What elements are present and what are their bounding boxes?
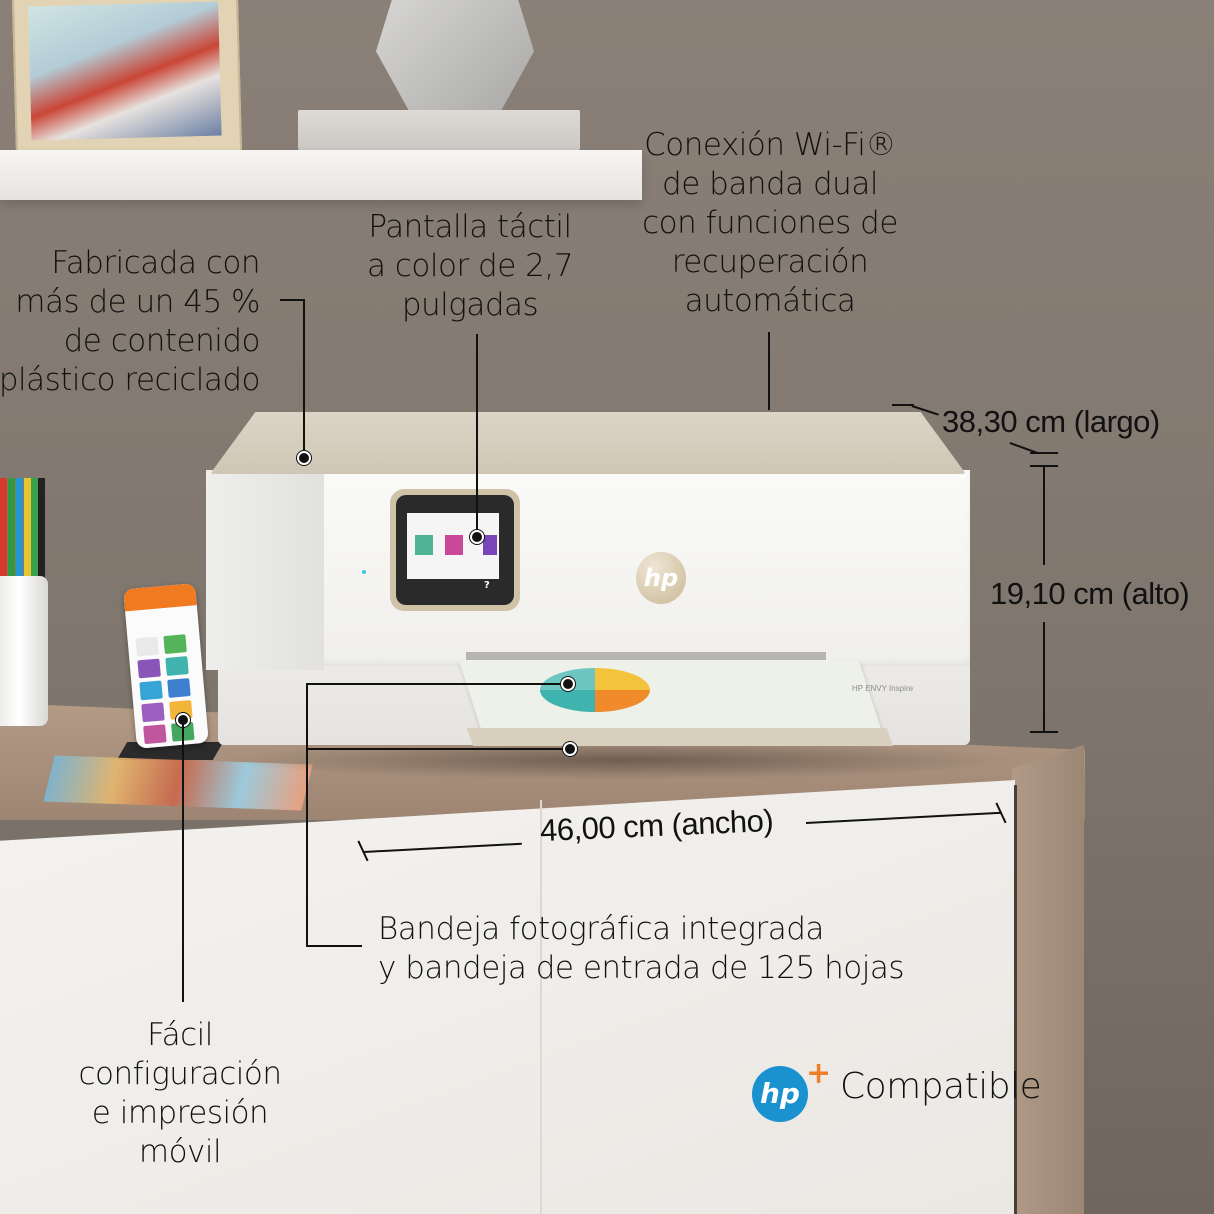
- leader-line: [306, 683, 566, 685]
- wall-shelf: [0, 150, 642, 200]
- dimension-line: [1030, 731, 1058, 733]
- callout-line: de banda dual: [662, 166, 878, 202]
- callout-line: Bandeja fotográfica integrada: [378, 911, 824, 947]
- leader-line: [306, 748, 568, 750]
- printer-scanner-lid: [210, 412, 966, 474]
- callout-dot: [563, 742, 577, 756]
- callout-line: Fabricada con: [51, 245, 260, 281]
- callout-dot: [297, 451, 311, 465]
- dimension-line: [1043, 465, 1045, 565]
- app-tile: [139, 680, 163, 701]
- app-tile: [163, 634, 187, 655]
- callout-line: de contenido: [63, 323, 261, 359]
- screen-tile-scan[interactable]: [445, 535, 463, 555]
- desk-front-doors: [0, 780, 1015, 1214]
- model-label: HP ENVY Inspire: [852, 684, 914, 693]
- callout-line: y bandeja de entrada de 125 hojas: [378, 950, 905, 986]
- leader-line: [306, 683, 308, 947]
- desk-side-panel: [1012, 745, 1084, 1214]
- printer-shadow: [226, 740, 1016, 780]
- printer-body: [206, 470, 970, 666]
- desk-door-split: [540, 800, 542, 1214]
- leader-line: [306, 945, 362, 947]
- callout-line: a color de 2,7: [367, 248, 573, 284]
- callout-mobile: Fácil configuración e impresión móvil: [60, 1016, 300, 1172]
- compatible-label: Compatible: [840, 1066, 1042, 1107]
- callout-line: plástico reciclado: [0, 362, 261, 398]
- pencil-cup: [0, 576, 48, 726]
- callout-line: recuperación: [671, 244, 869, 280]
- power-led: [362, 570, 366, 574]
- callout-line: automática: [684, 283, 856, 319]
- hp-logo-icon: hp: [636, 552, 686, 604]
- app-tile: [141, 702, 165, 723]
- screen-tile-print[interactable]: [483, 535, 497, 555]
- callout-line: con funciones de: [642, 205, 898, 241]
- leader-line: [280, 299, 304, 301]
- hp-plus-sign-icon: +: [806, 1056, 832, 1091]
- app-header: [123, 583, 197, 612]
- app-tile: [137, 658, 161, 679]
- callout-line: pulgadas: [401, 287, 539, 323]
- pencil-blue: [16, 478, 23, 578]
- dimension-height: 19,10 cm (alto): [990, 576, 1190, 611]
- touchscreen-display[interactable]: [407, 513, 499, 579]
- paper-infographic: [540, 668, 650, 712]
- pencil-green: [8, 478, 15, 578]
- callout-recycled: Fabricada con más de un 45 % de contenid…: [0, 244, 261, 400]
- shelf-book: [298, 110, 580, 150]
- pencil-green-2: [31, 478, 38, 578]
- desk-edge-line: [1014, 785, 1017, 1214]
- leader-line: [303, 299, 305, 456]
- callout-line: e impresión: [91, 1095, 269, 1131]
- help-icon[interactable]: ?: [484, 580, 490, 591]
- callout-line: Fácil: [147, 1017, 213, 1053]
- family-photo: [28, 1, 222, 141]
- callout-line: móvil: [138, 1134, 222, 1170]
- dimension-line: [1030, 452, 1058, 454]
- dimension-line: [892, 404, 914, 406]
- dimension-length: 38,30 cm (largo): [942, 404, 1160, 439]
- hp-plus-logo-icon: hp: [752, 1066, 808, 1122]
- smartphone-hp-app: [123, 583, 209, 749]
- app-tile: [135, 636, 159, 657]
- callout-line: más de un 45 %: [15, 284, 260, 320]
- callout-touchscreen: Pantalla táctil a color de 2,7 pulgadas: [340, 208, 600, 325]
- dimension-line: [1043, 622, 1045, 732]
- leader-line: [768, 332, 770, 410]
- app-tile: [167, 678, 191, 698]
- callout-line: configuración: [78, 1056, 282, 1092]
- callout-dot: [470, 530, 484, 544]
- callout-line: Pantalla táctil: [368, 209, 572, 245]
- photo-frame: [11, 0, 243, 165]
- pencil-black: [38, 478, 45, 578]
- pencil-yellow: [24, 478, 31, 578]
- printer-left-side: [206, 470, 324, 670]
- leader-line: [182, 720, 184, 1002]
- callout-line: Conexión Wi-Fi®: [644, 127, 896, 163]
- app-tile: [143, 724, 167, 745]
- photo-tray: [466, 728, 894, 746]
- geometric-vase: [376, 0, 534, 114]
- app-tile: [165, 656, 189, 676]
- callout-tray: Bandeja fotográfica integrada y bandeja …: [378, 910, 905, 988]
- screen-tile-copy[interactable]: [415, 535, 433, 555]
- callout-wifi: Conexión Wi-Fi® de banda dual con funcio…: [620, 126, 920, 321]
- leader-line: [476, 334, 478, 534]
- callout-dot: [561, 677, 575, 691]
- printed-paper: [458, 660, 882, 730]
- pencil-red: [0, 478, 7, 578]
